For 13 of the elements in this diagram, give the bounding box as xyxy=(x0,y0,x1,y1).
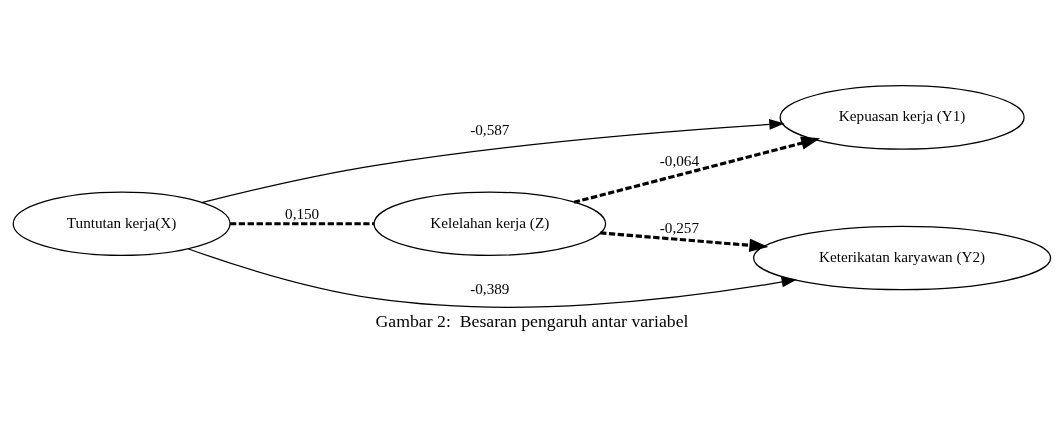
arrow xyxy=(573,136,821,204)
connector xyxy=(230,222,375,226)
node-ellipse: Tuntutan kerja(X) xyxy=(12,191,231,257)
edge-label: -0,064 xyxy=(659,152,699,170)
arrow xyxy=(600,231,769,252)
node-ellipse: Kelelahan kerja (Z) xyxy=(373,191,607,257)
arrow xyxy=(200,119,785,204)
arrow xyxy=(187,248,797,308)
edge-label: -0,389 xyxy=(470,280,510,298)
edge-label: -0,587 xyxy=(470,120,510,138)
edge-label: -0,257 xyxy=(659,219,699,237)
edge-label: 0,150 xyxy=(285,205,320,223)
caption: Gambar 2: Besaran pengaruh antar variabel xyxy=(375,311,689,332)
